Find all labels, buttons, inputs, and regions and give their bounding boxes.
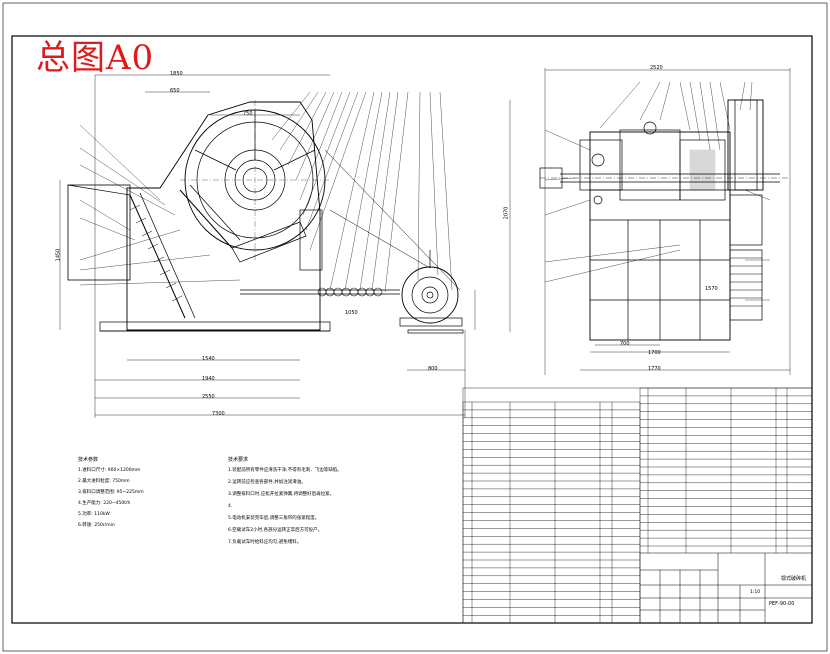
bom-table bbox=[462, 387, 813, 623]
tech-param-line: 6.转速: 250r/min bbox=[78, 523, 115, 528]
dim-top-offset: 750 bbox=[243, 111, 253, 117]
dim-bottom-1: 1540 bbox=[202, 356, 215, 362]
drawing-number: PEF-90-00 bbox=[769, 601, 795, 607]
requirement-line: 2.运转前应检查各部件,并加注润滑油。 bbox=[228, 480, 306, 485]
dim-top-width: 1850 bbox=[170, 71, 183, 77]
tech-params-heading: 技术参数 bbox=[78, 457, 99, 463]
notes-area bbox=[462, 387, 813, 624]
requirement-line: 4. bbox=[228, 504, 233, 509]
side-view bbox=[509, 68, 791, 375]
tech-param-line: 2.最大进料粒度: 750mm bbox=[78, 479, 130, 484]
requirement-line: 5.电动机安装完毕后,调整三角带的张紧程度。 bbox=[228, 516, 320, 521]
dim-bottom-2: 1940 bbox=[202, 376, 215, 382]
tech-param-line: 4.生产能力: 220~450t/h bbox=[78, 501, 131, 506]
dim-side-bottom-2: 1570 bbox=[705, 286, 718, 292]
tech-param-line: 1.进料口尺寸: 900×1200mm bbox=[78, 468, 141, 473]
dim-top-inner: 650 bbox=[170, 88, 180, 94]
dim-bottom-3: 2550 bbox=[202, 394, 215, 400]
tech-param-line: 5.功率: 110kW bbox=[78, 512, 110, 517]
dim-height-left: 1450 bbox=[55, 248, 62, 262]
dim-motor-base: 800 bbox=[428, 366, 438, 372]
requirement-line: 7.负载试车时给料应均匀,避免堵料。 bbox=[228, 540, 302, 545]
drawing-scale: 1:10 bbox=[750, 590, 761, 595]
requirement-line: 1.装配前所有零件应清洗干净,不得有毛刺、飞边等缺陷。 bbox=[228, 468, 342, 473]
inner-frame bbox=[11, 35, 813, 624]
front-view bbox=[59, 74, 476, 418]
requirements-heading: 技术要求 bbox=[228, 457, 249, 463]
dim-side-bottom-1: 1700 bbox=[648, 350, 661, 356]
sheet-title: 总图A0 bbox=[36, 38, 155, 78]
dim-overall-length: 7300 bbox=[212, 411, 225, 417]
dim-side-base-part: 700 bbox=[620, 341, 630, 347]
requirement-line: 6.空载试车2小时,各部分运转正常后方可投产。 bbox=[228, 528, 323, 533]
dim-side-bottom-3: 1770 bbox=[648, 366, 661, 372]
dim-side-top-width: 2520 bbox=[650, 65, 663, 71]
title-block bbox=[639, 552, 813, 624]
tech-param-line: 3.排料口调整范围: 95~225mm bbox=[78, 490, 144, 495]
drawing-name: 鄂式破碎机 bbox=[781, 576, 807, 582]
dim-rod-length: 1050 bbox=[345, 310, 358, 316]
requirement-line: 3.调整排料口时,应松开拉紧弹簧,待调整好后再拉紧。 bbox=[228, 492, 335, 497]
dim-side-height: 2070 bbox=[503, 206, 510, 220]
